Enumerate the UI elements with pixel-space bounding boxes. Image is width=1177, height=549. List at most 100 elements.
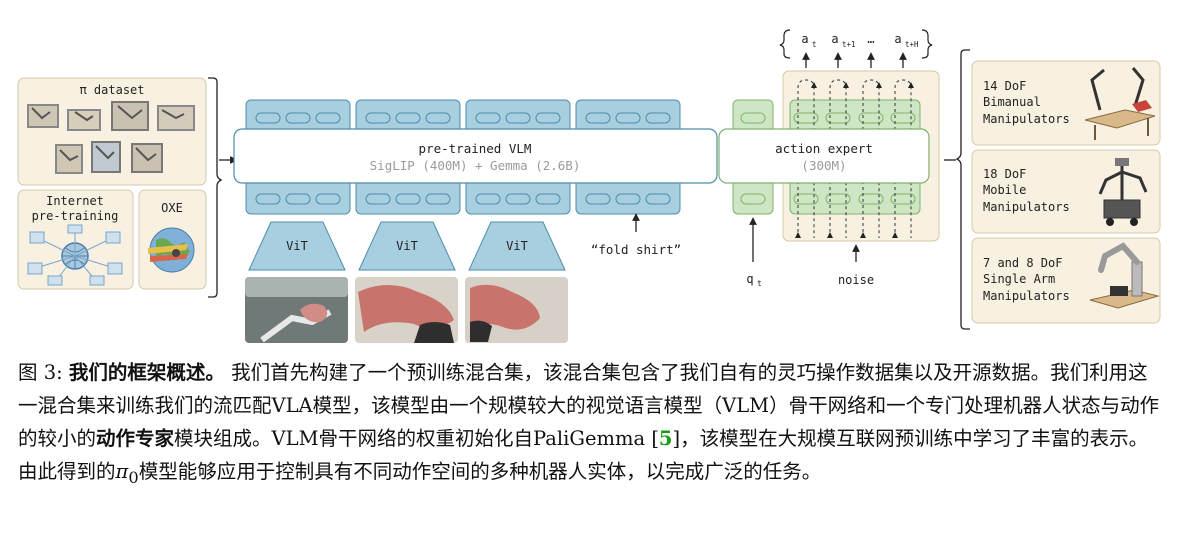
vit-label: ViT [396, 239, 418, 253]
robot-panel-mobile: 18 DoF Mobile Manipulators [971, 149, 1161, 234]
flow-arrowhead [795, 232, 801, 238]
vit-encoders: ViT ViT ViT [248, 221, 566, 271]
left-bracket [208, 77, 223, 298]
vlm-token [285, 112, 311, 124]
vlm-token [395, 112, 421, 124]
caption-part2: 模块组成。VLM骨干网络的权重初始化自PaliGemma [174, 427, 646, 450]
flow-line [829, 79, 847, 238]
internet-label-line2: pre-training [32, 209, 119, 223]
camera-images [245, 277, 568, 343]
oxe-label: OXE [161, 201, 183, 215]
flow-arrowhead [860, 232, 866, 238]
action-token [858, 112, 884, 124]
vlm-token [425, 193, 451, 205]
globe-network-icon [27, 224, 123, 286]
pi-dataset-label: π dataset [79, 83, 144, 97]
robot-2-line1: 18 DoF [983, 167, 1026, 181]
bimanual-robot-icon [1084, 67, 1156, 140]
vlm-token [285, 193, 311, 205]
robot-1-line1: 14 DoF [983, 79, 1026, 93]
state-label-sub: t [757, 279, 762, 288]
robot-3-line3: Manipulators [983, 289, 1070, 303]
reference-link[interactable]: 5 [658, 427, 673, 450]
camera-image-1 [245, 277, 348, 343]
action-a-t1-sub: t+1 [842, 40, 856, 49]
vlm-token [365, 193, 391, 205]
action-token [825, 193, 851, 205]
vlm-token [255, 193, 281, 205]
camera-image-3 [465, 277, 568, 343]
actions-right-brace [921, 29, 933, 59]
vlm-title: pre-trained VLM [419, 141, 532, 156]
robot-photos-icon [27, 101, 195, 174]
state-label: q [746, 272, 753, 286]
vlm-subtitle: SigLIP (400M) + Gemma (2.6B) [370, 158, 581, 173]
action-expert-subtitle: (300M) [801, 158, 846, 173]
caption-fig-label: 图 3: [18, 361, 63, 384]
vlm-token [475, 193, 501, 205]
flow-line [894, 79, 912, 238]
caption-ref-close: ] [672, 427, 681, 450]
action-a-t1: a [831, 32, 838, 46]
caption-bold-title: 我们的框架概述。 [68, 361, 225, 384]
camera-image-2 [355, 277, 458, 343]
robot-2-line3: Manipulators [983, 200, 1070, 214]
vlm-token [505, 193, 531, 205]
mobile-robot-icon [1098, 158, 1148, 226]
vlm-token [395, 193, 421, 205]
action-a-tH-sub: t+H [905, 40, 919, 49]
vlm-token [615, 193, 641, 205]
action-a-t-sub: t [812, 40, 817, 49]
robot-1-line3: Manipulators [983, 112, 1070, 126]
flow-line [862, 79, 880, 238]
single-arm-robot-icon [1089, 242, 1160, 309]
vlm-token [315, 193, 341, 205]
action-token [890, 193, 916, 205]
flow-arrowhead [908, 82, 914, 88]
oxe-globe-icon [148, 227, 195, 273]
prompt-text: “fold shirt” [591, 242, 681, 257]
robot-2-line2: Mobile [983, 183, 1026, 197]
flow-arrowhead [876, 82, 882, 88]
vlm-token [535, 193, 561, 205]
vlm-token [425, 112, 451, 124]
caption-ref-open: [ [651, 427, 659, 450]
vlm-token [505, 112, 531, 124]
robot-panel-bimanual: 14 DoF Bimanual Manipulators [971, 60, 1161, 146]
robot-3-line2: Single Arm [983, 272, 1055, 286]
vlm-token [535, 112, 561, 124]
flow-arrowhead [843, 82, 849, 88]
caption-part3: ，该模型在大规模互联网预训练中学习了丰富的表示。由此得到的 [18, 427, 1149, 483]
caption-part4: 模型能够应用于控制具有不同动作空间的多种机器人实体，以完成广泛的任务。 [138, 460, 822, 483]
action-a-t: a [801, 32, 808, 46]
framework-diagram: π dataset Internet pre-training [17, 29, 1161, 343]
action-token [793, 112, 819, 124]
right-bracket [955, 49, 970, 330]
vlm-token [645, 193, 671, 205]
vit-encoder-1: ViT [248, 221, 346, 271]
action-expert-title: action expert [775, 141, 873, 156]
action-token [825, 112, 851, 124]
figure-caption: 图 3: 我们的框架概述。 我们首先构建了一个预训练混合集，该混合集包含了我们自… [18, 356, 1160, 494]
action-token [793, 193, 819, 205]
caption-part1: 我们首先构建了一个预训练混合集，该混合集包含了我们自有的灵巧操作数据集以及开源数… [18, 361, 1160, 450]
caption-pi-sub: 0 [128, 467, 139, 487]
vlm-token [365, 112, 391, 124]
vlm-token [645, 112, 671, 124]
flow-arrowhead [827, 232, 833, 238]
action-token [858, 193, 884, 205]
vlm-token [585, 193, 611, 205]
internet-label-line1: Internet [46, 194, 104, 208]
vlm-token [585, 112, 611, 124]
flow-arrowhead [892, 232, 898, 238]
robot-panel-single-arm: 7 and 8 DoF Single Arm Manipulators [971, 237, 1161, 324]
actions-left-brace [779, 29, 791, 59]
action-token [890, 112, 916, 124]
action-a-tH: a [894, 32, 901, 46]
vit-label: ViT [286, 239, 308, 253]
pi-dataset-panel: π dataset Internet pre-training [17, 77, 207, 290]
vit-encoder-3: ViT [468, 221, 566, 271]
flow-arrowhead [811, 82, 817, 88]
robot-1-line2: Bimanual [983, 95, 1041, 109]
vlm-box [233, 128, 718, 184]
